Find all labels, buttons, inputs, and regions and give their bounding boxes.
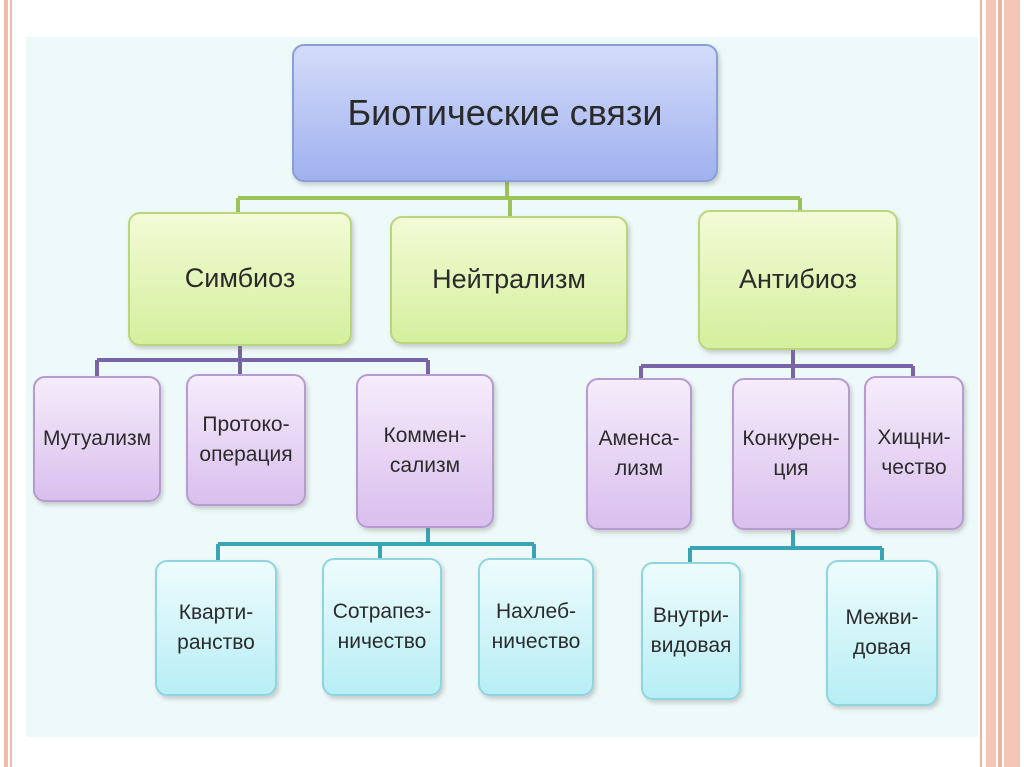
node-biotic-relations: Биотические связи xyxy=(292,44,718,182)
node-neutralism: Нейтрализм xyxy=(390,216,628,344)
node-commensalism: Коммен- сализм xyxy=(356,374,494,528)
node-mutualism: Мутуализм xyxy=(33,376,161,502)
node-amensalism: Аменса- лизм xyxy=(586,378,692,530)
node-antibiosis: Антибиоз xyxy=(698,210,898,350)
node-protocooperation: Протоко- операция xyxy=(186,374,306,506)
node-intraspecific: Внутри- видовая xyxy=(641,562,741,700)
node-freeloading: Нахлеб- ничество xyxy=(478,558,594,696)
slide-border-left xyxy=(0,0,14,767)
node-competition: Конкурен- ция xyxy=(732,378,850,530)
node-symbiosis: Симбиоз xyxy=(128,212,352,346)
node-predation: Хищни- чество xyxy=(864,376,964,530)
slide-border-right xyxy=(974,0,1024,767)
node-commensal-dining: Сотрапез- ничество xyxy=(322,558,442,696)
node-interspecific: Межви- довая xyxy=(826,560,938,706)
node-quartering: Кварти- ранство xyxy=(155,560,277,696)
